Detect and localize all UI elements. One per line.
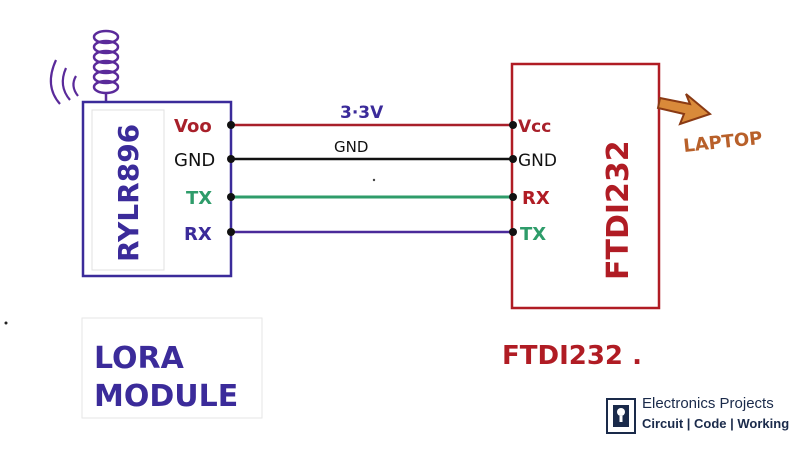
antenna-icon [92, 29, 120, 101]
ftdi-pin-gnd: GND [518, 151, 557, 171]
junction-dot [227, 121, 235, 129]
ftdi-pin-vcc: Vcc [518, 117, 551, 137]
ftdi-pin-tx: TX [520, 224, 546, 245]
gnd-wire-label: GND [334, 138, 368, 156]
junction-dots [227, 121, 517, 236]
ftdi-chip-label: FTDI232 [601, 140, 636, 280]
ftdi-caption: FTDI232 . [502, 341, 642, 371]
junction-dot [509, 155, 517, 163]
junction-dot [227, 228, 235, 236]
lora-caption-line2: MODULE [94, 379, 238, 414]
junction-dot [509, 121, 517, 129]
junction-dot [227, 193, 235, 201]
junction-dot [509, 228, 517, 236]
ftdi-box [510, 62, 661, 310]
laptop-label: LAPTOP [682, 128, 763, 157]
ftdi-pin-rx: RX [522, 188, 550, 209]
brand-watermark: Electronics Projects Circuit | Code | Wo… [606, 393, 796, 439]
lora-pin-rx: RX [184, 224, 212, 245]
stray-dot [4, 321, 8, 325]
vcc-wire-label: 3·3V [340, 103, 384, 123]
signal-waves-icon [49, 59, 79, 105]
chip-logo-icon [606, 398, 636, 434]
lora-caption-card [81, 317, 263, 419]
junction-dot [509, 193, 517, 201]
stray-dot [372, 178, 376, 182]
laptop-arrow-icon [656, 93, 713, 126]
junction-dot [227, 155, 235, 163]
brand-tagline: Circuit | Code | Working [642, 416, 790, 431]
lora-caption-line1: LORA [94, 341, 185, 376]
lora-module-box [81, 100, 233, 278]
lora-inner-panel [91, 109, 165, 271]
lora-pin-gnd: GND [174, 150, 215, 171]
lora-pin-tx: TX [186, 188, 212, 209]
lora-chip-label: RYLR896 [112, 124, 145, 262]
lora-pin-vdd: Voo [174, 116, 212, 137]
brand-title: Electronics Projects [642, 395, 774, 412]
